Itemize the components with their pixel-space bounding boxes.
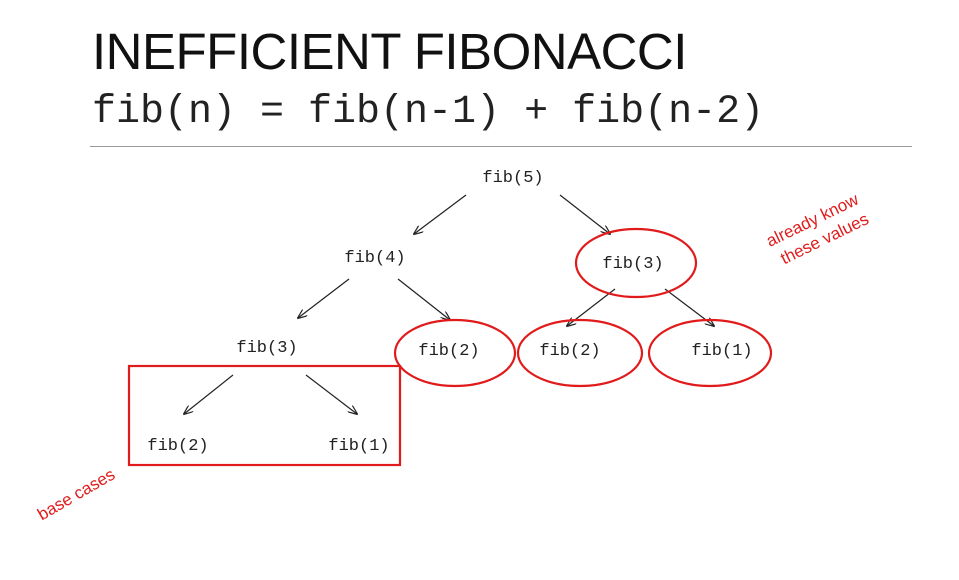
title-divider <box>90 146 912 147</box>
highlight-ellipse-fib1 <box>647 318 773 388</box>
edge-fib4-fib2 <box>397 278 450 320</box>
node-fib5: fib(5) <box>482 169 543 188</box>
base-cases-box <box>127 364 402 467</box>
node-fib2-mid-right: fib(2) <box>539 342 600 361</box>
edge-fib3-fib1-base <box>305 374 357 414</box>
edge-fib5-fib4 <box>414 194 467 234</box>
slide-title: INEFFICIENT FIBONACCI <box>92 23 687 80</box>
node-fib3-left: fib(3) <box>236 339 297 358</box>
highlight-ellipse-fib3 <box>574 227 698 299</box>
edge-fib5-fib3 <box>559 194 610 234</box>
node-fib2-mid-left: fib(2) <box>418 342 479 361</box>
node-fib4: fib(4) <box>344 249 405 268</box>
highlight-ellipse-fib2-right <box>516 318 644 388</box>
highlight-ellipse-fib2-left <box>393 318 517 388</box>
annotation-base-cases: base cases <box>34 465 118 524</box>
node-fib2-base: fib(2) <box>147 437 208 456</box>
node-fib1-base: fib(1) <box>328 437 389 456</box>
fibonacci-formula: fib(n) = fib(n-1) + fib(n-2) <box>92 90 765 135</box>
node-fib3-right: fib(3) <box>602 255 663 274</box>
edge-fib4-fib3 <box>298 278 350 318</box>
edge-fib3-fib2-base <box>184 374 234 414</box>
node-fib1-right: fib(1) <box>691 342 752 361</box>
